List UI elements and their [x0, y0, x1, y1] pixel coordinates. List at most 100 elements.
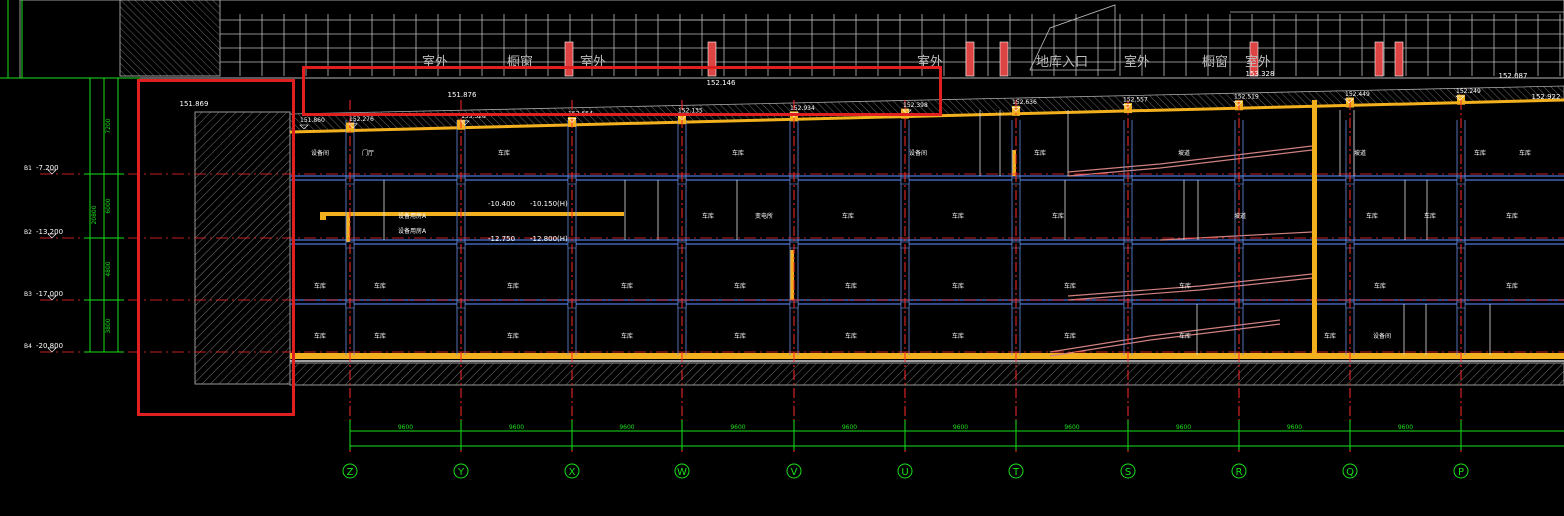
room-label: 车库: [702, 212, 714, 220]
room-label: 车库: [1064, 282, 1076, 290]
dim-vertical: 6000: [105, 198, 112, 213]
room-labels: 设备间门厅车库车库设备间车库坡道坡道车库车库设备用房A设备用房A车库变电所车库车…: [311, 149, 1531, 340]
slab-elevation: 152.249: [1456, 88, 1481, 95]
facade-label: 地库入口: [1036, 54, 1088, 70]
slab-elevation: 151.860: [300, 117, 325, 124]
span-dim: 9600: [1287, 424, 1302, 431]
room-label: 车库: [1506, 212, 1518, 220]
axis-label: Z: [347, 467, 354, 478]
axis-bubble: [1453, 463, 1469, 479]
room-label: 车库: [734, 282, 746, 290]
elevation-mark: [1455, 95, 1465, 101]
inner-elevation: -12.800(H): [530, 235, 568, 243]
slab-elevation: 152.398: [903, 102, 928, 109]
slab-elevation: 152.636: [1012, 99, 1037, 106]
level-marker: -7.200: [36, 164, 59, 172]
axis-label: S: [1125, 467, 1131, 478]
room-label: 车库: [374, 332, 386, 340]
top-elevation: 152.146: [707, 79, 736, 87]
room-label: 车库: [498, 149, 510, 157]
elevation-mark: [902, 109, 912, 115]
axis-label: Q: [1346, 467, 1354, 478]
facade-sign: [707, 41, 717, 77]
room-label: 设备间: [1373, 332, 1391, 340]
mezzanine: [320, 100, 1317, 355]
elevation-mark: [1011, 106, 1021, 112]
axis-label: R: [1236, 467, 1243, 478]
room-label: 车库: [1506, 282, 1518, 290]
floor-slabs: [290, 175, 1564, 305]
room-label: 车库: [621, 282, 633, 290]
elevation-mark: [348, 123, 358, 129]
room-label: 变电所: [755, 212, 773, 220]
slab-elevation: 153.328: [461, 113, 486, 120]
room-label: 坡道: [1354, 149, 1366, 157]
room-label: 车库: [374, 282, 386, 290]
foundation-slab: [289, 362, 1564, 386]
span-dim: 9600: [1398, 424, 1413, 431]
facade-sign: [1249, 41, 1259, 77]
facade-sign: [999, 41, 1009, 77]
room-label: 车库: [952, 212, 964, 220]
top-elevation: 153.328: [1246, 70, 1275, 78]
room-label: 设备间: [311, 149, 329, 157]
room-label: 设备用房A: [398, 212, 427, 220]
slab-elevation: 152.449: [1345, 91, 1370, 98]
room-label: 车库: [1424, 212, 1436, 220]
span-dim: 9600: [730, 424, 745, 431]
span-dim: 9600: [509, 424, 524, 431]
elevation-mark: [299, 124, 309, 130]
level-code: B2: [24, 229, 32, 236]
level-triangle: [47, 295, 57, 301]
room-label: 车库: [314, 332, 326, 340]
columns: [345, 94, 1491, 355]
room-label: 坡道: [1234, 212, 1246, 220]
room-label: 车库: [314, 282, 326, 290]
inner-elevation: -10.400: [488, 200, 515, 208]
dim-vertical: 4800: [105, 261, 112, 276]
facade-label: 室外: [1124, 54, 1150, 70]
left-dimensions: B1-7.200B2-13.200B3-17.000B4-20.80072006…: [0, 0, 140, 353]
span-dim: 9600: [398, 424, 413, 431]
room-label: 车库: [507, 282, 519, 290]
elevation-mark: [460, 120, 470, 126]
room-label: 车库: [845, 282, 857, 290]
elevation-mark: [1233, 101, 1243, 107]
room-label: 坡道: [1178, 149, 1190, 157]
axis-bubble: [674, 463, 690, 479]
room-label: 车库: [845, 332, 857, 340]
top-elevation: 151.876: [448, 91, 477, 99]
inner-elevation: -12.750: [488, 235, 515, 243]
axis-bubble: [1008, 463, 1024, 479]
level-triangle: [47, 233, 57, 239]
room-label: 车库: [732, 149, 744, 157]
room-label: 车库: [1052, 212, 1064, 220]
axis-bubble: [1231, 463, 1247, 479]
axis-bubble: [786, 463, 802, 479]
elevation-mark: [1344, 98, 1354, 104]
room-label: 车库: [1179, 282, 1191, 290]
highlight-roof-slab: [302, 66, 942, 116]
slab-elevation: 152.519: [1234, 94, 1259, 101]
highlight-retaining-wall: [137, 79, 295, 416]
axis-label: U: [901, 467, 908, 478]
axis-bubble: [897, 463, 913, 479]
span-dim: 9600: [619, 424, 634, 431]
top-elevation: 151.869: [180, 100, 209, 108]
ramps: [1049, 145, 1313, 357]
axis-label: Y: [457, 467, 465, 478]
retaining-wall: [194, 111, 291, 385]
axis-label: X: [569, 467, 576, 478]
facade-sign: [1394, 41, 1404, 77]
elevation-mark: [1122, 104, 1132, 109]
axis-label: W: [677, 467, 687, 478]
level-code: B1: [24, 165, 32, 172]
room-label: 车库: [1474, 149, 1486, 157]
span-dim: 9600: [1176, 424, 1191, 431]
room-label: 车库: [1064, 332, 1076, 340]
facade-sign: [965, 41, 975, 77]
room-label: 设备用房A: [398, 227, 427, 235]
elevation-mark: [567, 118, 577, 123]
facade-label: 橱窗: [1202, 54, 1228, 70]
